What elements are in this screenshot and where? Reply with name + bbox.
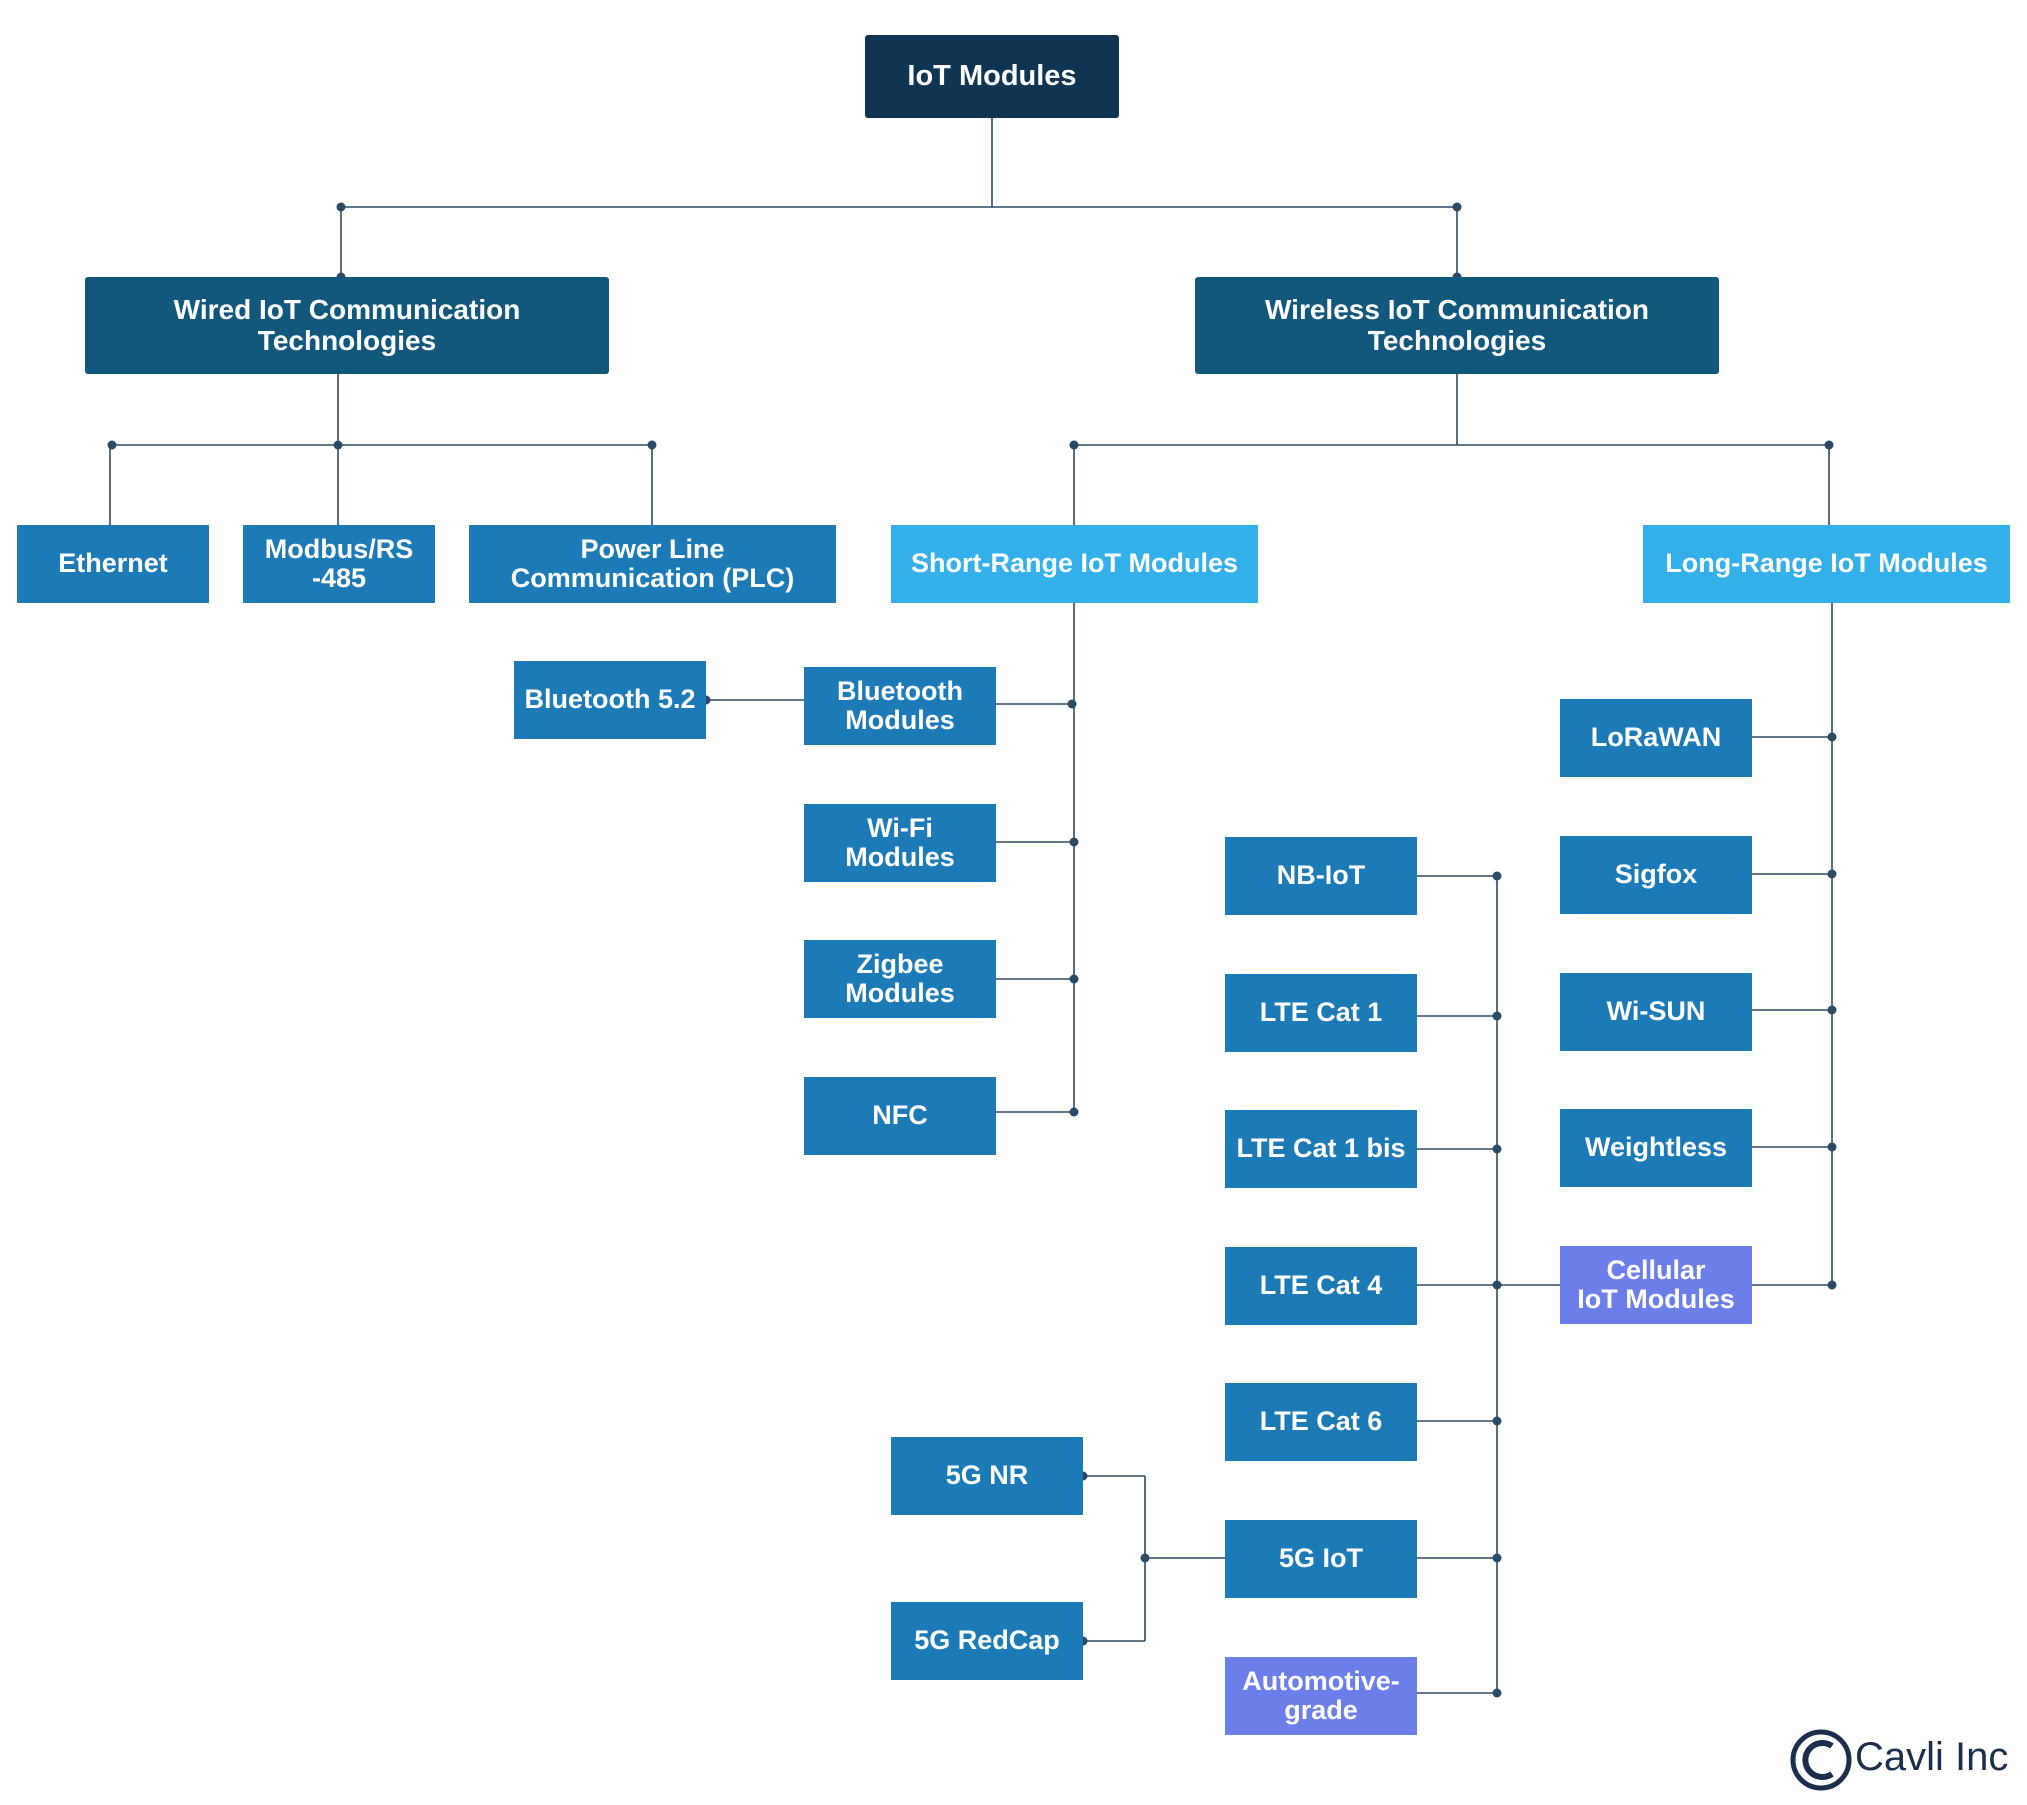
node-power-line-communication: Power Line Communication (PLC) — [469, 525, 836, 603]
node-automotive-grade: Automotive- grade — [1225, 1657, 1417, 1735]
node-weightless: Weightless — [1560, 1109, 1752, 1187]
node-wi-sun: Wi-SUN — [1560, 973, 1752, 1051]
node-zigbee-modules: Zigbee Modules — [804, 940, 996, 1018]
connector-dot — [107, 440, 117, 450]
connector-dot — [1067, 699, 1077, 709]
node-wireless-technologies: Wireless IoT Communication Technologies — [1195, 277, 1719, 374]
connector-dot — [1492, 1416, 1502, 1426]
connector-dot — [1827, 1005, 1837, 1015]
connector-dot — [1492, 1688, 1502, 1698]
connector-dot — [1492, 1144, 1502, 1154]
node-cellular-iot-modules: Cellular IoT Modules — [1560, 1246, 1752, 1324]
connector-dot — [647, 440, 657, 450]
connector-dot — [1069, 837, 1079, 847]
node-ethernet: Ethernet — [17, 525, 209, 603]
node-5g-nr: 5G NR — [891, 1437, 1083, 1515]
node-lte-cat-1-bis: LTE Cat 1 bis — [1225, 1110, 1417, 1188]
node-lorawan: LoRaWAN — [1560, 699, 1752, 777]
node-bluetooth-modules: Bluetooth Modules — [804, 667, 996, 745]
connector-dot — [1827, 869, 1837, 879]
connector-dot — [1140, 1553, 1150, 1563]
node-modbus-rs485: Modbus/RS -485 — [243, 525, 435, 603]
node-nfc: NFC — [804, 1077, 996, 1155]
node-5g-iot: 5G IoT — [1225, 1520, 1417, 1598]
connector-dot — [1452, 202, 1462, 212]
connector-dot — [1824, 440, 1834, 450]
connector-dot — [336, 202, 346, 212]
connector-dot — [1827, 732, 1837, 742]
node-bluetooth-5-2: Bluetooth 5.2 — [514, 661, 706, 739]
connector-dot — [1069, 974, 1079, 984]
node-iot-modules: IoT Modules — [865, 35, 1119, 118]
connector-dot — [1069, 1107, 1079, 1117]
node-lte-cat-1: LTE Cat 1 — [1225, 974, 1417, 1052]
node-wired-technologies: Wired IoT Communication Technologies — [85, 277, 609, 374]
node-nb-iot: NB-IoT — [1225, 837, 1417, 915]
connector-dot — [1492, 871, 1502, 881]
cavli-logo-icon — [1790, 1729, 1852, 1791]
connector-dot — [1827, 1280, 1837, 1290]
node-sigfox: Sigfox — [1560, 836, 1752, 914]
node-long-range-modules: Long-Range IoT Modules — [1643, 525, 2010, 603]
connector-dot — [1492, 1280, 1502, 1290]
node-5g-redcap: 5G RedCap — [891, 1602, 1083, 1680]
connector-dot — [1492, 1553, 1502, 1563]
connector-dot — [1492, 1011, 1502, 1021]
brand-name: Cavli Inc — [1855, 1735, 2009, 1779]
node-short-range-modules: Short-Range IoT Modules — [891, 525, 1258, 603]
node-wifi-modules: Wi-Fi Modules — [804, 804, 996, 882]
node-lte-cat-4: LTE Cat 4 — [1225, 1247, 1417, 1325]
connector-dot — [333, 440, 343, 450]
node-lte-cat-6: LTE Cat 6 — [1225, 1383, 1417, 1461]
connector-dot — [1827, 1142, 1837, 1152]
connector-dot — [1069, 440, 1079, 450]
